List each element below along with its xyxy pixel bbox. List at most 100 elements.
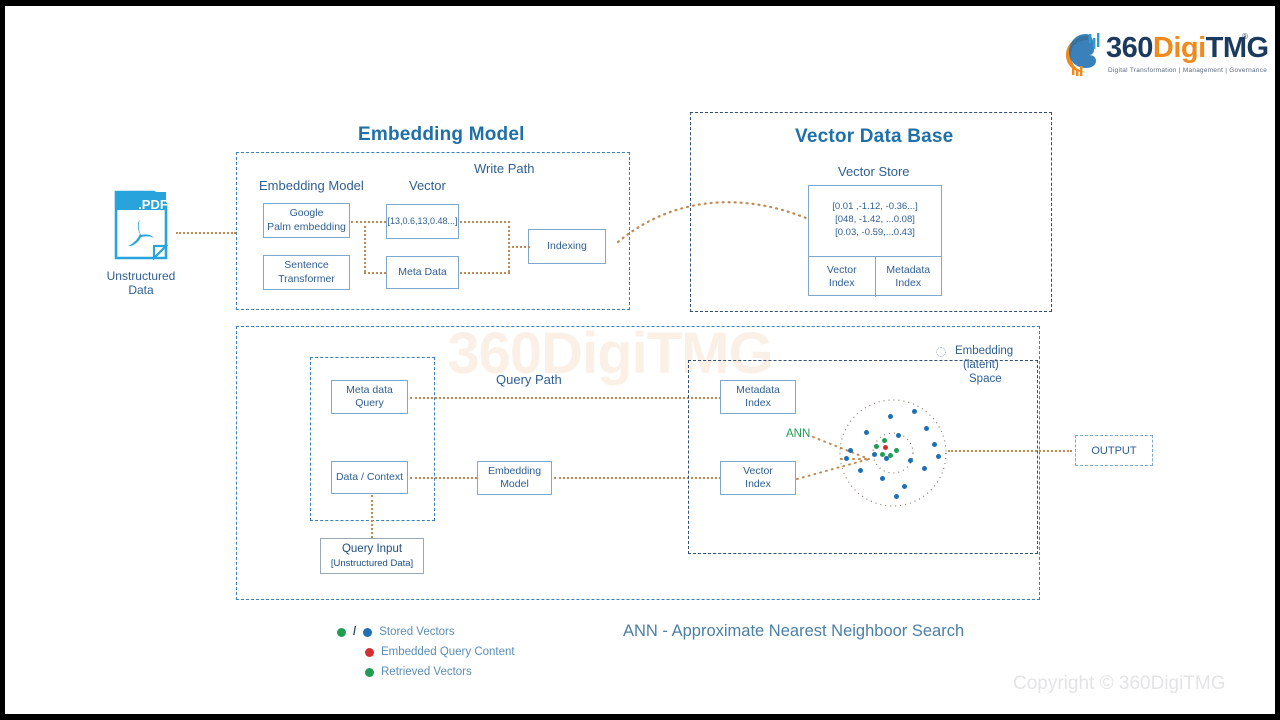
node-indexing[interactable]: Indexing bbox=[528, 229, 606, 264]
ann-expansion-caption: ANN - Approximate Nearest Neighboor Sear… bbox=[623, 622, 965, 640]
scatter-point-stored bbox=[895, 432, 901, 438]
vector-database-container bbox=[690, 112, 1052, 312]
legend-label-retrieved-vectors: Retrieved Vectors bbox=[381, 666, 472, 678]
pdf-file-icon bbox=[114, 190, 168, 260]
connector-metaquery-to-metaindex bbox=[410, 397, 721, 399]
scatter-point-retrieved bbox=[873, 443, 879, 449]
scatter-point-retrieved bbox=[879, 451, 885, 457]
vector-store-label: Vector Store bbox=[838, 164, 910, 179]
letterbox-right bbox=[1275, 0, 1280, 720]
vector-store-row-0: [0.01 ,-1.12, -0.36...] bbox=[832, 200, 918, 212]
embedding-model-column-header: Embedding Model bbox=[259, 178, 364, 193]
latent-label-line1: Embedding bbox=[955, 345, 1014, 357]
source-caption-line2: Data bbox=[128, 283, 154, 297]
source-caption-line1: Unstructured bbox=[106, 269, 176, 283]
connector-palm-to-vector bbox=[351, 221, 386, 223]
letterbox-top bbox=[0, 0, 1280, 6]
logo-digi: Digi bbox=[1152, 32, 1206, 64]
query-path-outer-container bbox=[236, 326, 1040, 600]
scatter-point-stored bbox=[863, 429, 869, 435]
connector-embed-bus-v bbox=[364, 221, 366, 272]
scatter-point-stored bbox=[843, 455, 849, 461]
scatter-point-stored bbox=[931, 441, 937, 447]
scatter-point-stored bbox=[923, 425, 929, 431]
letterbox-left bbox=[0, 0, 5, 720]
node-vector-values[interactable]: [13,0.6,13,0.48...] bbox=[386, 204, 459, 239]
vector-store-row-1: [048, -1.42, ...0.08] bbox=[835, 213, 915, 225]
query-path-label: Query Path bbox=[496, 372, 562, 387]
vector-database-title: Vector Data Base bbox=[795, 126, 954, 147]
connector-indexing-to-store bbox=[616, 201, 808, 244]
legend-item-retrieved-vectors: Retrieved Vectors bbox=[365, 666, 472, 678]
output-box[interactable]: OUTPUT bbox=[1075, 435, 1153, 466]
query-input-subtitle: [Unstructured Data] bbox=[330, 557, 414, 569]
node-metadata-index[interactable]: Metadata Index bbox=[720, 380, 796, 414]
node-google-palm-embedding[interactable]: Google Palm embedding bbox=[263, 203, 350, 238]
watermark: 360DigiTMG bbox=[300, 318, 920, 388]
scatter-point-stored bbox=[871, 451, 877, 457]
scatter-point-stored bbox=[921, 465, 927, 471]
ann-label: ANN bbox=[786, 428, 811, 440]
latent-label-line2: (latent) bbox=[963, 359, 999, 371]
scatter-point-stored bbox=[893, 493, 899, 499]
legend-swatch-green-retrieved bbox=[365, 667, 374, 677]
vector-column-header: Vector bbox=[409, 178, 446, 193]
node-meta-data[interactable]: Meta Data bbox=[386, 256, 459, 289]
logo-tagline: Digital Transformation | Management | Go… bbox=[1108, 67, 1268, 74]
logo-360: 360 bbox=[1106, 32, 1153, 64]
copyright-text: Copyright © 360DigiTMG bbox=[1013, 673, 1226, 694]
logo-registered-mark: ® bbox=[1242, 32, 1248, 41]
scatter-point-stored bbox=[935, 453, 941, 459]
watermark-text: 360DigiTMG bbox=[447, 320, 773, 386]
pdf-badge-label: .PDF bbox=[138, 197, 168, 212]
write-path-container bbox=[236, 152, 630, 310]
retrieval-container bbox=[688, 360, 1038, 554]
brand-logo: 360DigiTMG ® Digital Transformation | Ma… bbox=[1062, 28, 1269, 82]
metadata-index-cell[interactable]: Metadata Index bbox=[875, 256, 941, 297]
latent-circles bbox=[839, 399, 947, 507]
connector-embed-to-vectorindex bbox=[554, 477, 721, 479]
connector-vector-to-index bbox=[460, 221, 510, 223]
connector-metadata-to-index bbox=[460, 272, 510, 274]
latent-space-legend-icon bbox=[936, 347, 946, 357]
scatter-point-retrieved bbox=[893, 447, 899, 453]
scatter-point-retrieved bbox=[881, 437, 887, 443]
write-path-label: Write Path bbox=[474, 161, 535, 176]
scatter-point-stored bbox=[847, 447, 853, 453]
connector-bus-to-indexing bbox=[508, 246, 530, 248]
scatter-point-stored bbox=[901, 483, 907, 489]
scatter-point-stored bbox=[857, 467, 863, 473]
vector-index-cell[interactable]: Vector Index bbox=[809, 256, 876, 297]
letterbox-bottom bbox=[0, 714, 1280, 720]
logo-tmg: TMG bbox=[1205, 32, 1269, 64]
scatter-point-stored bbox=[907, 457, 913, 463]
scatter-point-stored bbox=[883, 455, 889, 461]
logo-wordmark: 360DigiTMG bbox=[1106, 32, 1269, 65]
scatter-point-stored bbox=[879, 475, 885, 481]
legend-swatch-green-stored bbox=[337, 627, 346, 637]
connector-latent-to-output bbox=[948, 450, 1072, 452]
legend-item-stored-vectors: / Stored Vectors bbox=[337, 626, 455, 638]
legend-item-embedded-query: Embedded Query Content bbox=[365, 646, 515, 658]
node-embedding-model[interactable]: Embedding Model bbox=[477, 461, 552, 495]
connector-pdf-to-writepath bbox=[176, 232, 236, 234]
scatter-point-stored bbox=[911, 408, 917, 414]
query-input-title: Query Input bbox=[341, 543, 403, 556]
legend-swatch-blue-stored bbox=[363, 627, 373, 637]
scatter-point-query bbox=[882, 444, 888, 450]
connector-datacontext-to-embed bbox=[410, 477, 477, 479]
logo-mark-icon bbox=[1066, 33, 1100, 76]
node-data-context[interactable]: Data / Context bbox=[331, 461, 408, 494]
node-meta-data-query[interactable]: Meta data Query bbox=[331, 380, 408, 414]
connector-queryinput-to-datacontext bbox=[371, 495, 373, 538]
node-vector-index[interactable]: Vector Index bbox=[720, 461, 796, 495]
ann-fan-lines bbox=[796, 436, 870, 480]
legend-label-embedded-query: Embedded Query Content bbox=[381, 646, 515, 658]
node-sentence-transformer[interactable]: Sentence Transformer bbox=[263, 255, 350, 290]
embedding-section-title: Embedding Model bbox=[358, 124, 525, 145]
scatter-point-retrieved bbox=[887, 452, 893, 458]
node-query-input[interactable]: Query Input [Unstructured Data] bbox=[320, 538, 424, 574]
vector-store-row-2: [0.03, -0.59,...0.43] bbox=[835, 226, 915, 238]
embedding-latent-space-scatter bbox=[838, 398, 948, 508]
